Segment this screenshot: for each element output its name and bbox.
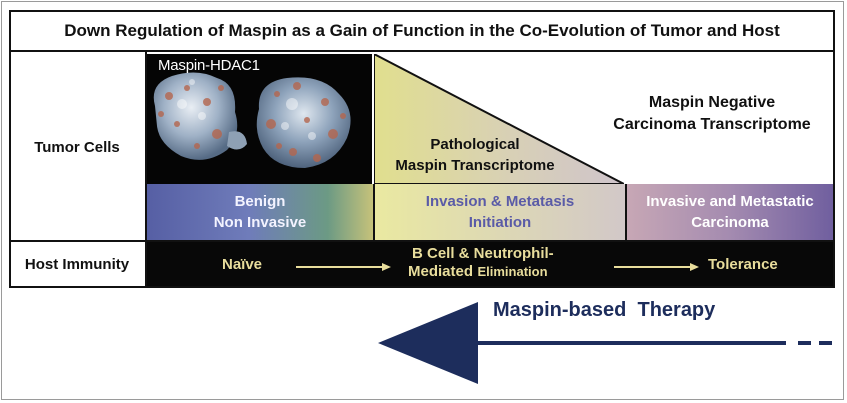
host-bcell-line1: B Cell & Neutrophil-	[412, 245, 554, 262]
therapy-arrow	[378, 302, 832, 384]
host-tolerance: Tolerance	[708, 256, 778, 273]
stage-invasion-line1: Invasion & Metatasis	[425, 193, 575, 210]
triangle-shape	[374, 54, 624, 184]
stage-invasion: Invasion & Metatasis Initiation	[375, 184, 625, 240]
stage-divider	[625, 184, 627, 240]
negative-transcriptome-label: Maspin Negative Carcinoma Transcriptome	[612, 92, 812, 136]
protein-structure-graphic	[153, 72, 351, 168]
row-label-tumor-cells: Tumor Cells	[34, 138, 120, 156]
host-naive: Naïve	[222, 256, 263, 273]
transcriptome-triangle	[374, 54, 624, 184]
therapy-arrowhead	[378, 302, 478, 384]
therapy-label: Maspin-based Therapy	[493, 299, 716, 321]
row-label-host-immunity: Host Immunity	[24, 255, 130, 273]
negative-transcriptome-line1: Maspin Negative	[648, 94, 776, 111]
protein-label: Maspin-HDAC1	[158, 57, 260, 74]
progression-arrow-1	[296, 263, 391, 271]
therapy-arrow-shaft	[476, 341, 786, 345]
negative-transcriptome-line2: Carcinoma Transcriptome	[613, 116, 811, 133]
host-bcell-line2: Mediated Elimination	[408, 263, 548, 281]
row-divider	[9, 240, 835, 242]
pathological-transcriptome-line2: Maspin Transcriptome	[395, 157, 555, 174]
stage-carcinoma-line1: Invasive and Metastatic	[646, 193, 814, 210]
therapy-arrow-dash	[819, 341, 832, 345]
stage-benign-line2: Non Invasive	[213, 214, 307, 231]
column-divider	[145, 52, 147, 288]
figure-title: Down Regulation of Maspin as a Gain of F…	[9, 10, 835, 52]
therapy-arrow-dash	[798, 341, 811, 345]
host-bcell-mediated: Mediated	[408, 263, 474, 280]
stage-benign: Benign Non Invasive	[147, 184, 373, 240]
progression-arrow-2	[614, 263, 699, 271]
stage-benign-line1: Benign	[234, 193, 286, 210]
stage-carcinoma-line2: Carcinoma	[691, 214, 769, 231]
host-immunity-bar	[147, 242, 833, 286]
host-bcell-elimination: Elimination	[477, 264, 548, 279]
stage-divider	[373, 184, 375, 240]
stage-invasion-line2: Initiation	[468, 214, 532, 231]
pathological-transcriptome-line1: Pathological	[430, 136, 520, 153]
protein-structure-image	[147, 54, 372, 184]
diagram-grid	[9, 52, 835, 288]
stage-carcinoma: Invasive and Metastatic Carcinoma	[627, 184, 833, 240]
